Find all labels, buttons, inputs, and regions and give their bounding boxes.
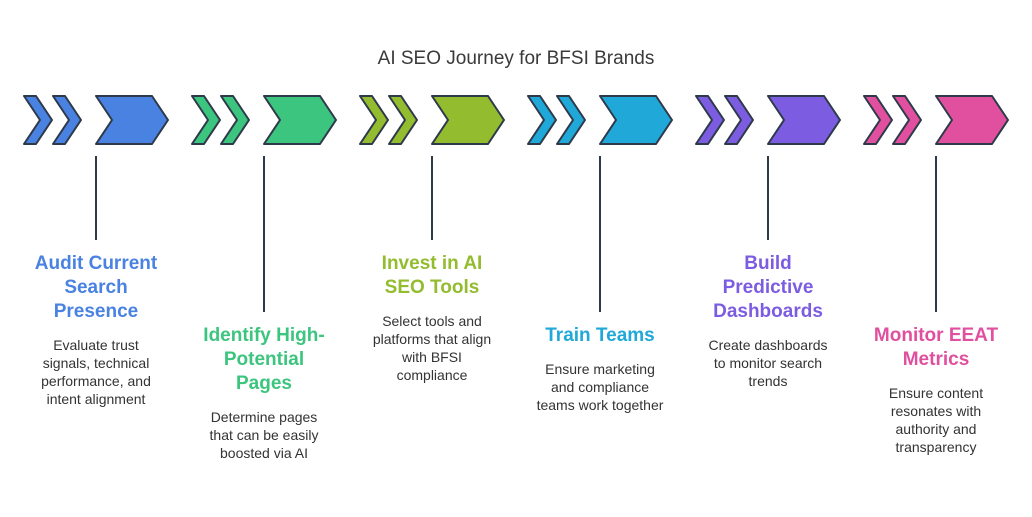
step-description-line: Select tools and	[382, 313, 482, 329]
step-6-chevron-small-2	[892, 95, 922, 145]
step-6-title: Monitor EEAT Metrics	[856, 324, 1016, 372]
step-4-description: Ensure marketing and compliance teams work…	[520, 360, 680, 414]
step-3-title: Invest in AI SEO Tools	[352, 252, 512, 300]
step-description-line: trends	[748, 373, 788, 389]
step-description-line: to monitor search	[713, 355, 823, 371]
step-2-chevron-small-1	[191, 95, 221, 145]
step-description-line: signals, technical	[42, 355, 150, 371]
step-description-line: resonates with	[890, 403, 982, 419]
step-description-line: transparency	[895, 439, 977, 455]
step-description-line: Determine pages	[210, 409, 318, 425]
step-4-chevron-large	[599, 95, 673, 145]
step-title-line: Monitor EEAT	[873, 325, 999, 346]
step-6-chevron-small-1	[863, 95, 893, 145]
step-description-line: Evaluate trust	[53, 337, 139, 353]
step-description-line: performance, and	[41, 373, 151, 389]
step-description-line: compliance	[396, 367, 468, 383]
step-3-description: Select tools and platforms that align with…	[352, 312, 512, 384]
step-description-line: intent alignment	[46, 391, 146, 407]
step-6-chevron-large	[935, 95, 1009, 145]
step-3-chevron-small-2	[388, 95, 418, 145]
step-description-line: with BFSI	[402, 349, 462, 365]
step-title-line: Search	[64, 277, 128, 298]
step-5-chevron-small-1	[695, 95, 725, 145]
step-4-chevron-small-1	[527, 95, 557, 145]
step-description-line: and compliance	[550, 379, 650, 395]
step-description-line: platforms that align	[372, 331, 492, 347]
step-1-chevron-large	[95, 95, 169, 145]
step-title-line: Presence	[53, 301, 139, 322]
step-2-description: Determine pages that can be easily boosted…	[184, 408, 344, 462]
step-title-line: Pages	[236, 373, 292, 394]
step-5-chevron-small-2	[724, 95, 754, 145]
step-title-line: Dashboards	[713, 301, 823, 322]
step-description-line: Ensure content	[888, 385, 984, 401]
step-title-line: Train Teams	[545, 325, 655, 346]
step-1-description: Evaluate trust signals, technical performa…	[16, 336, 176, 408]
step-title-line: Identify High-	[203, 325, 325, 346]
step-1-chevron-small-2	[52, 95, 82, 145]
step-3-chevron-large	[431, 95, 505, 145]
step-1-chevron-small-1	[23, 95, 53, 145]
step-4-title: Train Teams	[520, 324, 680, 348]
step-description-line: teams work together	[536, 397, 664, 413]
step-description-line: authority and	[895, 421, 977, 437]
step-description-line: boosted via AI	[220, 445, 308, 461]
step-6-description: Ensure content resonates with authority an…	[856, 384, 1016, 456]
step-5-description: Create dashboards to monitor search trends	[688, 336, 848, 390]
step-title-line: Build	[744, 253, 792, 274]
diagram-title: AI SEO Journey for BFSI Brands	[377, 48, 655, 69]
step-title-line: Metrics	[902, 349, 970, 370]
step-3-chevron-small-1	[359, 95, 389, 145]
step-4-chevron-small-2	[556, 95, 586, 145]
step-title-line: Predictive	[722, 277, 814, 298]
step-title-line: Audit Current	[34, 253, 158, 274]
step-5-chevron-large	[767, 95, 841, 145]
step-2-chevron-small-2	[220, 95, 250, 145]
step-title-line: SEO Tools	[384, 277, 480, 298]
step-title-line: Potential	[223, 349, 305, 370]
step-title-line: Invest in AI	[381, 253, 483, 274]
step-description-line: Ensure marketing	[545, 361, 655, 377]
step-description-line: that can be easily	[209, 427, 319, 443]
step-description-line: Create dashboards	[708, 337, 828, 353]
step-2-chevron-large	[263, 95, 337, 145]
